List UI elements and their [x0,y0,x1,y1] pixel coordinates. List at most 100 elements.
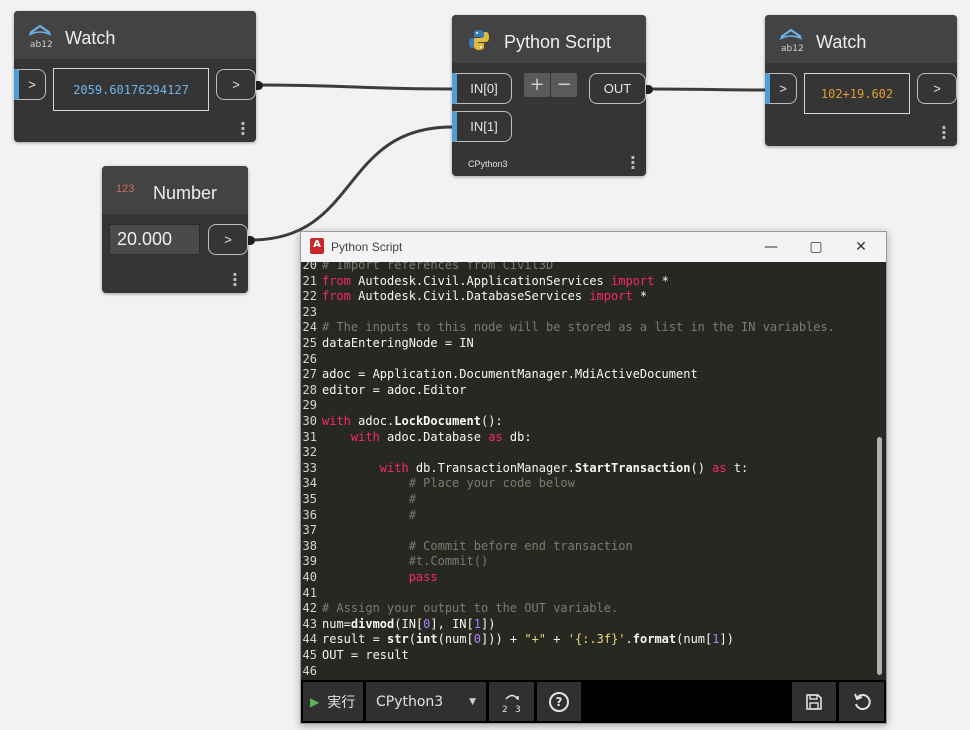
output-port[interactable]: > [208,224,248,255]
node-menu-icon[interactable]: ··· [231,265,238,294]
add-input-button[interactable]: + [524,73,550,97]
code-text[interactable]: from Autodesk.Civil.DatabaseServices imp… [322,289,648,304]
minimize-icon[interactable]: — [764,239,778,255]
save-icon [806,693,822,710]
scrollbar-thumb[interactable] [877,437,882,675]
python-script-editor-window[interactable]: A Python Script — ▢ ✕ 20# Import referen… [300,231,887,724]
line-number: 46 [302,663,317,678]
vertical-scrollbar[interactable] [874,262,886,680]
node-title: Watch [65,28,116,48]
node-menu-icon[interactable]: ··· [239,114,246,143]
revert-button[interactable] [839,682,884,721]
wire-number-to-in1[interactable] [250,125,453,242]
code-text[interactable]: # Assign your output to the OUT variable… [322,601,619,616]
wire-watch-to-in0[interactable] [257,83,453,91]
code-text[interactable]: result = str(int(num[0])) + "+" + '{:.3f… [322,632,734,647]
code-text[interactable]: with adoc.LockDocument(): [322,414,503,428]
number-input[interactable]: 20.000 [109,224,200,255]
input-port-in0[interactable]: IN[0] [452,73,512,104]
app-icon: A [310,238,324,254]
line-number: 26 [302,351,317,366]
engine-select[interactable]: CPython3 ▼ [366,682,486,721]
help-button[interactable]: ? [537,682,581,721]
watch-value: 102+19.602 [804,73,910,114]
node-title: Watch [816,32,867,52]
line-number: 38 [302,538,317,553]
node-header[interactable] [102,166,248,214]
code-text[interactable]: # Place your code below [408,476,575,491]
svg-text:ab12: ab12 [30,40,53,49]
code-text[interactable]: dataEnteringNode = IN [322,336,474,350]
line-number: 32 [302,445,317,460]
watch-node-1[interactable]: ab12 Watch > 2059.60176294127 > ··· [14,11,256,142]
node-title: Number [153,183,218,203]
node-menu-icon[interactable]: ··· [940,118,947,147]
wire-out-to-watch[interactable] [649,87,768,92]
engine-label: CPython3 [468,159,508,169]
line-number: 41 [302,585,317,600]
input-port[interactable]: > [14,69,46,100]
code-text[interactable]: adoc = Application.DocumentManager.MdiAc… [322,367,698,382]
code-text[interactable]: with db.TransactionManager.StartTransact… [379,460,749,475]
window-title: Python Script [331,240,403,254]
chevron-down-icon: ▼ [469,696,476,707]
output-connector[interactable] [646,85,653,94]
output-connector[interactable] [256,81,263,90]
output-port[interactable]: > [917,73,957,104]
line-number: 22 [302,289,317,304]
line-number: 27 [302,367,317,382]
line-number: 44 [302,632,317,647]
node-title: Python Script [504,32,612,52]
window-titlebar[interactable]: A Python Script — ▢ ✕ [301,232,886,262]
line-number: 21 [302,273,317,288]
line-number: 42 [302,601,317,616]
migration-icon: 2 3 [502,694,521,714]
code-text[interactable]: from Autodesk.Civil.ApplicationServices … [322,273,669,288]
python-icon [469,30,489,50]
save-button[interactable] [792,682,836,721]
code-text[interactable]: # [408,507,416,522]
output-port[interactable]: > [216,69,256,100]
watch-node-2[interactable]: ab12 Watch > 102+19.602 > ··· [765,15,957,146]
code-text[interactable]: num=divmod(IN[0], IN[1]) [322,616,496,631]
line-number: 37 [302,523,317,538]
node-header[interactable] [765,15,957,63]
number-node[interactable]: 123 Number 20.000 > ··· [102,166,248,293]
line-number: 39 [302,554,317,569]
svg-text:ab12: ab12 [781,44,804,53]
node-header[interactable] [14,11,256,59]
code-text[interactable]: # Import references from Civil3D [322,262,554,272]
line-number: 23 [302,304,317,319]
run-button[interactable]: ▶ 実行 [303,682,363,721]
output-port[interactable]: OUT [589,73,646,104]
run-label: 実行 [327,694,356,711]
close-icon[interactable]: ✕ [855,239,867,255]
code-text[interactable]: editor = adoc.Editor [322,382,467,397]
line-number: 31 [302,429,317,444]
code-text[interactable]: #t.Commit() [408,554,489,569]
help-icon: ? [549,691,569,712]
code-text[interactable]: pass [408,570,438,584]
remove-input-button[interactable]: − [551,73,577,97]
svg-text:3: 3 [515,705,521,714]
code-text[interactable]: OUT = result [322,648,409,662]
code-text[interactable]: # Commit before end transaction [408,538,633,553]
svg-text:2: 2 [502,705,508,714]
maximize-icon[interactable]: ▢ [809,239,823,255]
number-icon: 123 [116,183,135,195]
code-text[interactable]: with adoc.Database as db: [350,429,532,444]
code-text[interactable]: # The inputs to this node will be stored… [322,320,835,335]
input-port-in1[interactable]: IN[1] [452,111,512,142]
python-script-node[interactable]: Python Script IN[0] IN[1] + − OUT CPytho… [452,15,646,176]
migration-assistant-button[interactable]: 2 3 [489,682,534,721]
output-connector[interactable] [248,236,255,245]
play-icon: ▶ [310,694,320,709]
node-menu-icon[interactable]: ··· [629,148,636,177]
line-number: 33 [302,460,317,475]
revert-icon [853,693,871,710]
input-port[interactable]: > [765,73,797,104]
code-text[interactable]: # [408,492,416,506]
line-number: 43 [302,616,317,631]
